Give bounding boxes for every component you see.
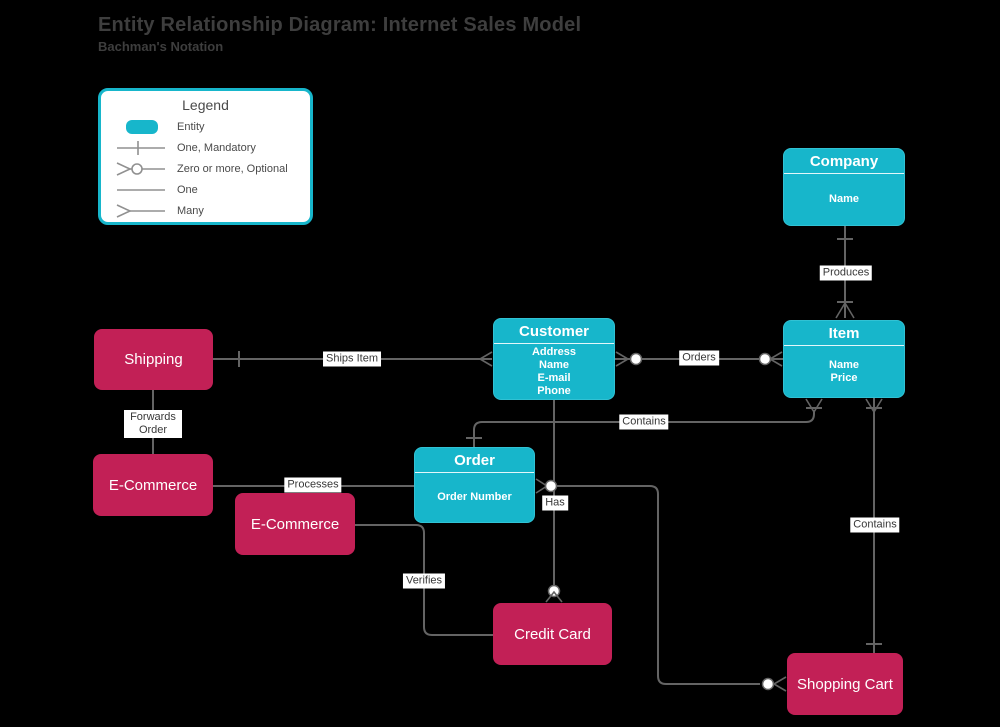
relationship-label-contains-order-item[interactable]: Contains: [619, 414, 669, 430]
attribute: Phone: [537, 385, 571, 397]
entity-attributes: Order Number: [415, 473, 534, 522]
entity-customer[interactable]: Customer Address Name E-mail Phone: [493, 318, 615, 400]
relationship-label-ships-item[interactable]: Ships Item: [323, 351, 381, 367]
legend-item-label: Entity: [177, 120, 205, 133]
optional-circle-marker: [629, 352, 643, 366]
legend-item-many: Many: [101, 200, 310, 221]
connector-line: [557, 485, 760, 685]
relationship-label-orders[interactable]: Orders: [679, 350, 719, 366]
entity-title: E-Commerce: [250, 515, 340, 533]
legend-item-zero-or-more: Zero or more, Optional: [101, 158, 310, 179]
page-title: Entity Relationship Diagram: Internet Sa…: [98, 14, 582, 36]
entity-ecommerce-1[interactable]: E-Commerce: [93, 454, 213, 516]
connector-has[interactable]: [535, 398, 787, 692]
relationship-label-verifies[interactable]: Verifies: [402, 573, 446, 589]
relationship-label-forwards-order[interactable]: Forwards Order: [124, 410, 182, 438]
entity-credit-card[interactable]: Credit Card: [493, 603, 612, 665]
many-crowfoot-marker: [545, 590, 563, 603]
attribute: E-mail: [537, 372, 571, 384]
entity-title: E-Commerce: [108, 476, 198, 494]
many-crowfoot-marker: [865, 398, 883, 414]
entity-attributes: Address Name E-mail Phone: [494, 344, 614, 400]
entity-shopping-cart[interactable]: Shopping Cart: [787, 653, 903, 715]
entity-title: Item: [784, 321, 904, 346]
legend-item-label: Many: [177, 204, 204, 217]
attribute: Order Number: [437, 491, 512, 503]
one-icon: [117, 188, 165, 191]
legend-item-label: One: [177, 183, 198, 196]
entity-title: Credit Card: [514, 625, 591, 643]
page-subtitle: Bachman's Notation: [98, 39, 224, 54]
legend-item-entity: Entity: [101, 116, 310, 137]
relationship-label-contains-cart-item[interactable]: Contains: [850, 517, 900, 533]
relationship-label-processes[interactable]: Processes: [284, 477, 342, 493]
attribute: Name: [829, 358, 859, 371]
many-crowfoot-marker: [615, 351, 630, 367]
many-crowfoot-marker: [805, 398, 823, 414]
many-crowfoot-marker: [835, 301, 855, 319]
attribute: Name: [829, 193, 859, 205]
legend-item-one-mandatory: One, Mandatory: [101, 137, 310, 158]
entity-company[interactable]: Company Name: [783, 148, 905, 226]
entity-attributes: Name: [784, 174, 904, 225]
many-icon: [116, 203, 165, 218]
optional-circle-marker: [758, 352, 772, 366]
attribute: Price: [830, 371, 858, 384]
many-crowfoot-marker: [478, 351, 493, 367]
entity-attributes: Name Price: [784, 346, 904, 397]
entity-title: Shopping Cart: [797, 675, 893, 693]
entity-order[interactable]: Order Order Number: [414, 447, 535, 523]
legend-item-one: One: [101, 179, 310, 200]
entity-title: Company: [784, 149, 904, 174]
optional-circle-marker: [544, 479, 558, 493]
entity-shipping[interactable]: Shipping: [94, 329, 213, 390]
optional-circle-marker: [761, 677, 775, 691]
entity-title: Shipping: [124, 351, 183, 368]
relationship-label-produces[interactable]: Produces: [819, 265, 873, 281]
entity-title: Customer: [494, 319, 614, 344]
entity-ecommerce-2[interactable]: E-Commerce: [235, 493, 355, 555]
one-mandatory-icon: [117, 140, 165, 155]
entity-title: Order: [415, 448, 534, 473]
many-crowfoot-marker: [772, 676, 787, 692]
entity-item[interactable]: Item Name Price: [783, 320, 905, 398]
legend-title: Legend: [182, 97, 229, 113]
zero-or-more-optional-icon: [116, 161, 165, 176]
attribute: Name: [539, 359, 569, 371]
entity-swatch-icon: [126, 119, 158, 134]
legend-item-label: One, Mandatory: [177, 141, 256, 154]
legend-panel[interactable]: Legend Entity One, Mandatory Zero or mor…: [98, 88, 313, 225]
relationship-label-has[interactable]: Has: [542, 495, 568, 511]
attribute: Address: [531, 346, 577, 358]
legend-item-label: Zero or more, Optional: [177, 162, 288, 175]
